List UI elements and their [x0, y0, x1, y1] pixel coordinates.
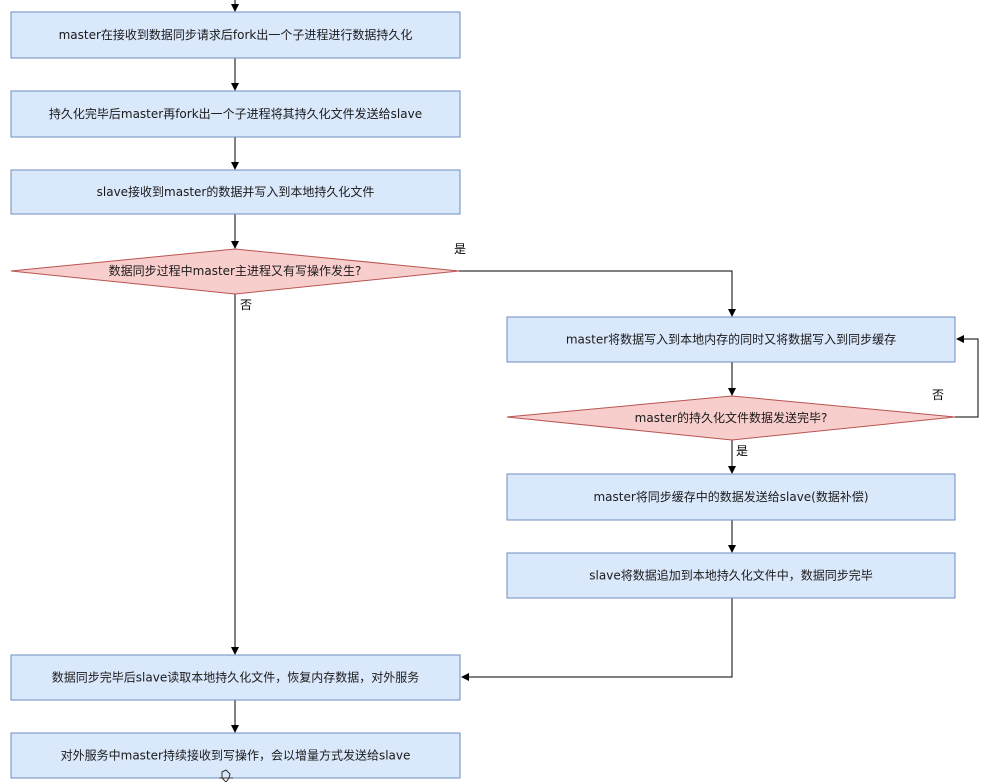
edge-decision1-yes-right1	[459, 270, 733, 312]
node-step4-label: 数据同步完毕后slave读取本地持久化文件，恢复内存数据，对外服务	[52, 670, 419, 685]
arrowhead-right3-step4	[461, 673, 469, 681]
node-right3-shape	[506, 552, 956, 599]
node-right1-label: master将数据写入到本地内存的同时又将数据写入到同步缓存	[566, 332, 896, 347]
arrowhead-right2-right3	[728, 545, 736, 553]
edges	[231, 0, 979, 733]
mouse-cursor-icon	[219, 769, 233, 782]
edge-label-decision1-yes: 是	[454, 242, 466, 256]
node-decision1-shape	[10, 248, 460, 295]
node-right2[interactable]: master将同步缓存中的数据发送给slave(数据补偿)	[506, 473, 956, 521]
arrowhead-in-top	[231, 4, 239, 12]
node-decision1[interactable]: 数据同步过程中master主进程又有写操作发生?	[10, 248, 460, 295]
node-right3-label: slave将数据追加到本地持久化文件中，数据同步完毕	[589, 568, 872, 583]
node-step5-label: 对外服务中master持续接收到写操作，会以增量方式发送给slave	[61, 748, 411, 763]
arrowhead-step3-decision1	[231, 241, 239, 249]
node-step1[interactable]: master在接收到数据同步请求后fork出一个子进程进行数据持久化	[10, 11, 461, 59]
node-step2[interactable]: 持久化完毕后master再fork出一个子进程将其持久化文件发送给slave	[10, 90, 461, 138]
node-step2-shape	[10, 90, 461, 138]
node-decision2-shape	[506, 395, 956, 441]
node-step4[interactable]: 数据同步完毕后slave读取本地持久化文件，恢复内存数据，对外服务	[10, 654, 461, 701]
node-right2-shape	[506, 473, 956, 521]
node-step1-shape	[10, 11, 461, 59]
edge-label-decision2-no: 否	[932, 388, 944, 402]
arrowhead-decision2-right2	[728, 466, 736, 474]
node-decision2-label: master的持久化文件数据发送完毕?	[635, 410, 828, 425]
edge-label-decision1-no: 否	[240, 298, 252, 312]
edge-decision2-no-loop	[955, 338, 979, 418]
arrowhead-decision1-step4	[231, 647, 239, 655]
node-right1-shape	[506, 316, 956, 363]
node-right1[interactable]: master将数据写入到本地内存的同时又将数据写入到同步缓存	[506, 316, 956, 363]
node-step3[interactable]: slave接收到master的数据并写入到本地持久化文件	[10, 169, 461, 215]
arrowhead-step1-step2	[231, 83, 239, 91]
arrowhead-step2-step3	[231, 162, 239, 170]
node-step3-shape	[10, 169, 461, 215]
node-decision2[interactable]: master的持久化文件数据发送完毕?	[506, 395, 956, 441]
node-step1-label: master在接收到数据同步请求后fork出一个子进程进行数据持久化	[59, 27, 413, 42]
arrowhead-decision2-loop	[956, 335, 964, 343]
edge-right3-step4	[465, 598, 733, 678]
node-step5-shape	[10, 732, 461, 779]
node-decision1-label: 数据同步过程中master主进程又有写操作发生?	[109, 263, 362, 278]
node-right3[interactable]: slave将数据追加到本地持久化文件中，数据同步完毕	[506, 552, 956, 599]
node-step5[interactable]: 对外服务中master持续接收到写操作，会以增量方式发送给slave	[10, 732, 461, 779]
arrowhead-decision1-right1	[728, 309, 736, 317]
node-step4-shape	[10, 654, 461, 701]
node-step2-label: 持久化完毕后master再fork出一个子进程将其持久化文件发送给slave	[49, 106, 422, 121]
edge-label-decision2-yes: 是	[736, 444, 748, 458]
node-right2-label: master将同步缓存中的数据发送给slave(数据补偿)	[593, 489, 868, 504]
arrowhead-step4-step5	[231, 725, 239, 733]
node-step3-label: slave接收到master的数据并写入到本地持久化文件	[97, 184, 375, 199]
arrowhead-right1-decision2	[728, 388, 736, 396]
